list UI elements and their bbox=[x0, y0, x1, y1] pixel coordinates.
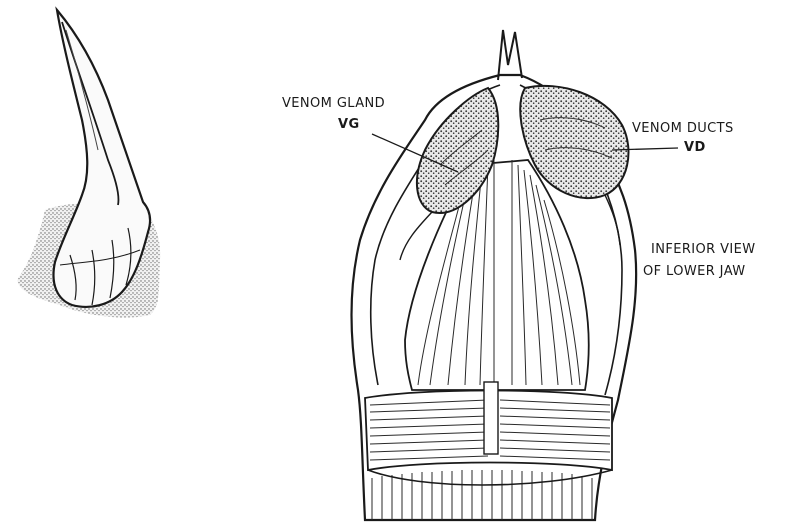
view-label-line2: OF LOWER JAW bbox=[643, 265, 746, 278]
tongue-tip bbox=[498, 30, 522, 80]
vd-label: VD bbox=[684, 141, 706, 154]
venom-ducts-label: VENOM DUCTS bbox=[632, 122, 734, 135]
view-label-line1: INFERIOR VIEW bbox=[651, 243, 756, 256]
fang-outline bbox=[54, 10, 151, 307]
venom-gland-label: VENOM GLAND bbox=[282, 97, 385, 110]
midline-raphe bbox=[484, 382, 498, 454]
lower-jaw-illustration bbox=[352, 30, 679, 520]
fang-illustration bbox=[18, 10, 161, 318]
vg-label: VG bbox=[338, 118, 360, 131]
